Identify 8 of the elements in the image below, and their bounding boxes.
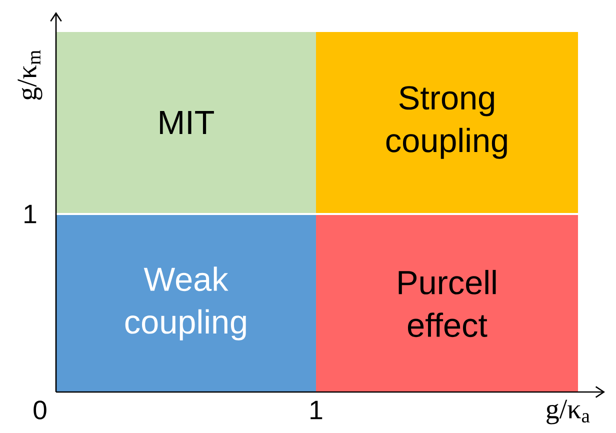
quadrant-box: Purcell effect	[316, 215, 578, 392]
quadrant-box: Weak coupling	[56, 215, 316, 392]
tick-label: 1	[24, 204, 36, 224]
quadrant-box: MIT	[56, 32, 316, 213]
tick-label: 1	[310, 400, 322, 420]
tick-label: 0	[34, 400, 46, 420]
quadrant-box: Strong coupling	[316, 32, 578, 213]
axis-label: g/κ$_{a}$	[546, 400, 590, 424]
